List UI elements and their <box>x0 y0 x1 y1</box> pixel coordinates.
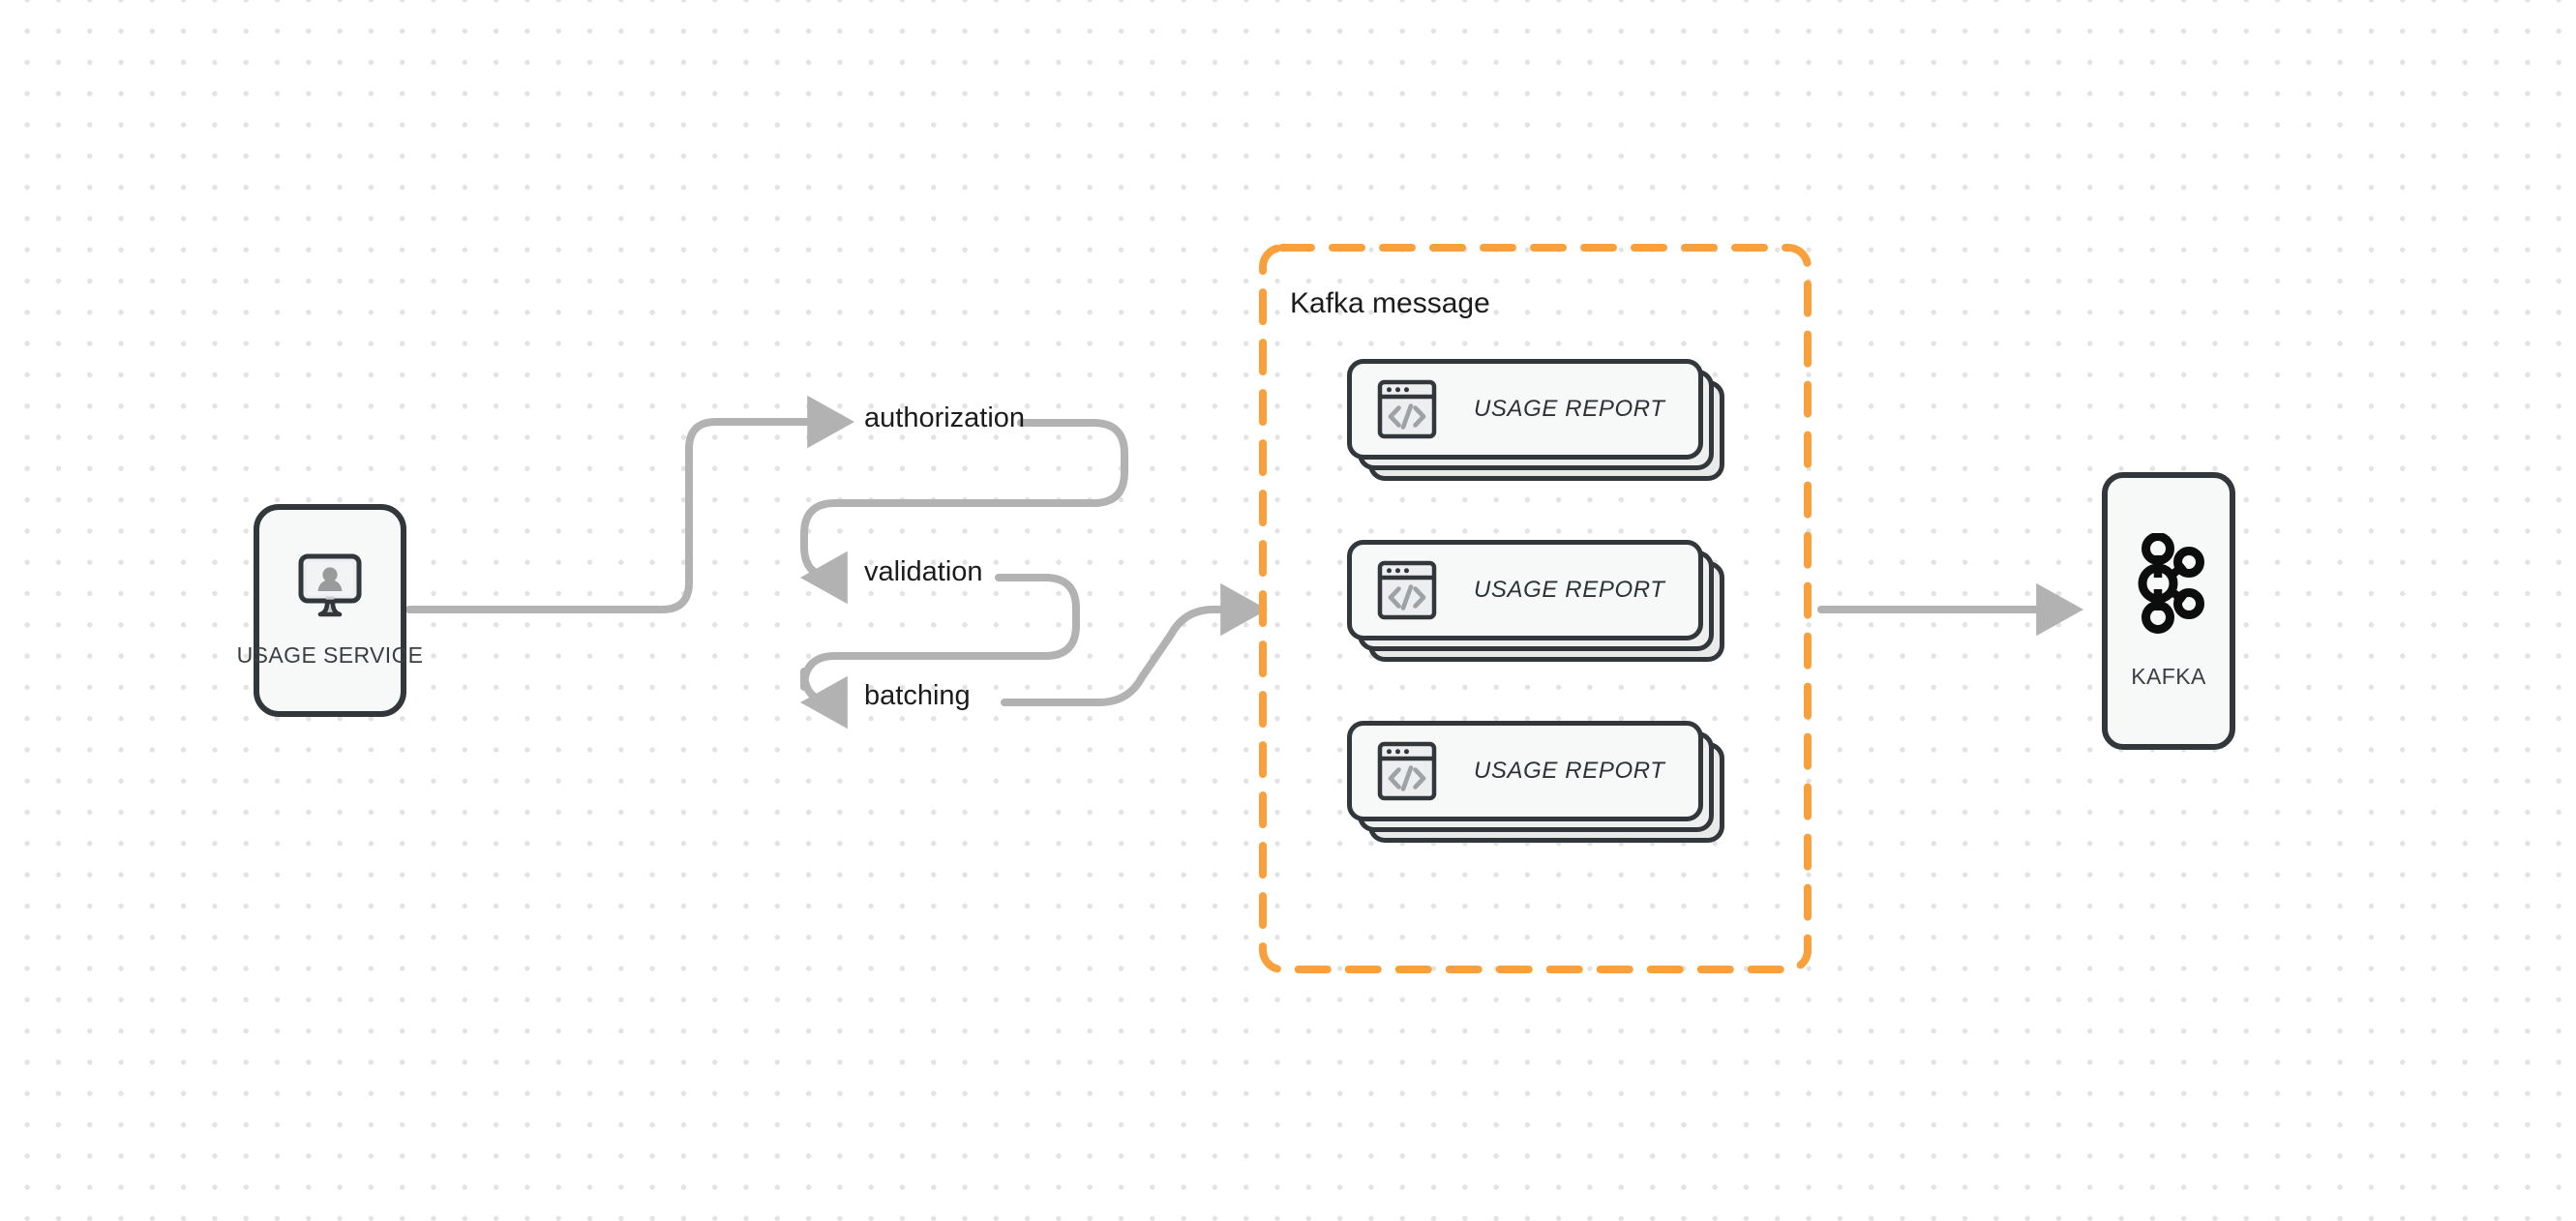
node-usage-service-label: USAGE SERVICE <box>236 642 424 668</box>
kafka-logo-icon <box>2129 531 2208 639</box>
usage-report-card-label: USAGE REPORT <box>1474 396 1665 422</box>
step-label-authorization[interactable]: authorization <box>864 402 1026 433</box>
step-label-batching[interactable]: batching <box>864 680 971 711</box>
usage-report-card[interactable]: USAGE REPORT <box>1347 721 1724 843</box>
code-window-icon <box>1377 741 1437 801</box>
node-kafka[interactable]: KAFKA <box>2102 472 2235 750</box>
card-front[interactable]: USAGE REPORT <box>1347 540 1703 640</box>
usage-report-card[interactable]: USAGE REPORT <box>1347 540 1724 662</box>
monitor-user-icon <box>293 552 367 625</box>
connector-batching-to-kafka-message <box>1001 582 1269 706</box>
card-front[interactable]: USAGE REPORT <box>1347 721 1703 821</box>
node-usage-service[interactable]: USAGE SERVICE <box>237 504 423 717</box>
step-label-validation[interactable]: validation <box>864 556 983 587</box>
group-dashed-border <box>1259 244 1812 973</box>
usage-report-card[interactable]: USAGE REPORT <box>1347 359 1724 481</box>
connector-usage-service-to-authorization <box>405 395 855 613</box>
group-kafka-message-title: Kafka message <box>1290 287 1490 319</box>
code-window-icon <box>1377 560 1437 620</box>
card-front[interactable]: USAGE REPORT <box>1347 359 1703 460</box>
usage-report-card-label: USAGE REPORT <box>1474 758 1665 784</box>
connector-authorization-to-validation <box>799 419 1128 605</box>
code-window-icon <box>1377 379 1437 439</box>
usage-report-card-label: USAGE REPORT <box>1474 577 1665 603</box>
group-kafka-message[interactable]: Kafka message US <box>1259 244 1812 973</box>
node-kafka-label: KAFKA <box>2131 663 2206 689</box>
